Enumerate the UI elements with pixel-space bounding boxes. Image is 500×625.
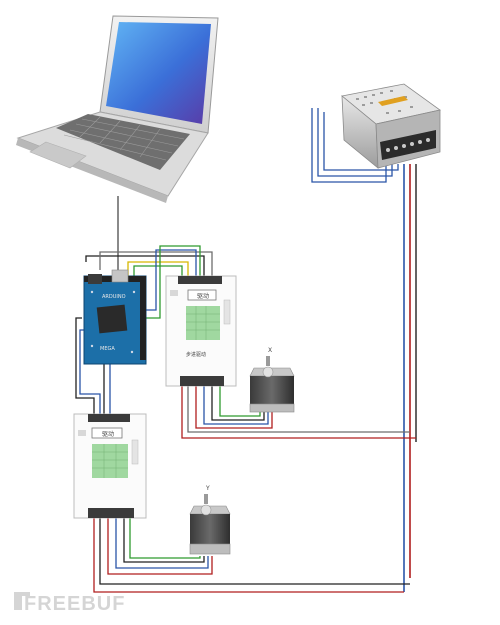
laptop-icon [16, 15, 219, 203]
motor-y-label: Y [205, 485, 210, 492]
psu-blue-left [311, 108, 387, 183]
d2-motor-blue [115, 518, 209, 569]
signal-wire-black [85, 255, 205, 276]
enable-wire-green [146, 245, 201, 319]
d2-motor-black [123, 518, 205, 563]
watermark-text: FREEBUF [24, 593, 125, 615]
driver-2-label: 驱动 [102, 431, 114, 438]
d2-motor-green [129, 518, 201, 559]
stepper-motor-icon: X [249, 347, 295, 413]
d1-motor-black [211, 386, 265, 421]
stepper-driver-icon: 驱动 步进驱动 [165, 275, 237, 387]
psu-ac-wire [323, 112, 399, 171]
d2-power-red [93, 518, 404, 593]
signal-wire-blue-2 [79, 329, 101, 414]
driver-1-caption: 步进驱动 [186, 351, 206, 358]
d2-power-black [99, 518, 410, 585]
motor-x-label: X [268, 347, 272, 354]
arduino-board-icon: ARDUINO MEGA [83, 269, 147, 365]
d1-motor-red [195, 386, 273, 429]
wiring [75, 108, 417, 593]
svg-text:MEGA: MEGA [100, 346, 115, 352]
d1-motor-green [219, 386, 261, 417]
enable-wire-blue [146, 249, 197, 311]
d1-power-gray [187, 386, 410, 433]
stepper-motor-icon: Y [189, 485, 231, 555]
d2-motor-red [107, 518, 213, 575]
stepper-driver-icon: 驱动 [73, 413, 147, 519]
signal-wire-black-2 [75, 317, 95, 414]
watermark: FREEBUF [14, 592, 125, 615]
driver-1-label: 驱动 [197, 293, 209, 300]
d1-motor-blue [203, 386, 269, 425]
d1-power-red [181, 386, 416, 439]
power-supply-icon [341, 83, 441, 169]
svg-text:ARDUINO: ARDUINO [102, 294, 126, 300]
